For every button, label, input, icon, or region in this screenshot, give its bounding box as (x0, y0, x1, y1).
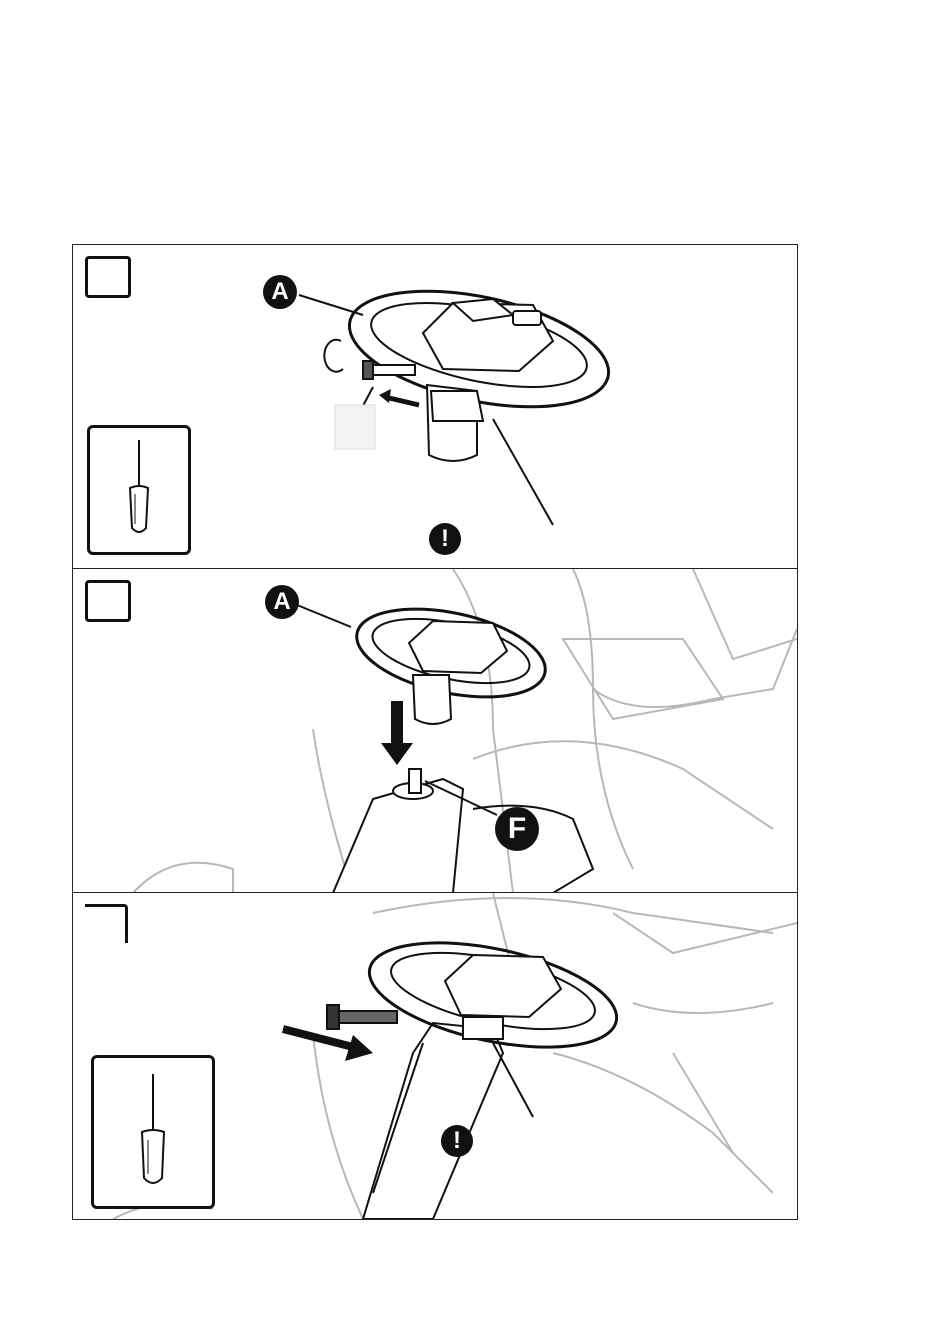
warning-icon-3: ! (441, 1125, 473, 1157)
steering-hub (445, 955, 561, 1017)
step-panel-2: A F (72, 568, 798, 894)
steering-hub (409, 621, 507, 673)
screwdriver-icon (90, 428, 188, 552)
callout-leader-a (299, 295, 363, 315)
insert-arrow (283, 1029, 353, 1047)
step-panel-1: A ! (72, 244, 798, 570)
callout-leader-a (297, 605, 351, 627)
callout-f-step-2: F (495, 807, 539, 851)
warning-leader (493, 419, 553, 525)
insert-arrow (385, 397, 419, 405)
warning-icon-1: ! (429, 523, 461, 555)
instruction-line-2 (62, 118, 842, 136)
callout-a-step-1: A (263, 275, 297, 309)
instruction-line-4 (62, 204, 842, 222)
instruction-line-1 (62, 86, 842, 104)
screwdriver-icon (94, 1058, 212, 1206)
steering-column (363, 1023, 503, 1219)
step-2-illustration (73, 569, 797, 893)
label-placeholder (335, 405, 375, 449)
step-panel-3: ! (72, 892, 798, 1220)
step-number-1 (85, 256, 131, 298)
instruction-line-3 (62, 176, 842, 194)
callout-a-step-2: A (265, 585, 299, 619)
tool-box-1 (87, 425, 191, 555)
down-arrow (381, 701, 413, 765)
warning-leader (493, 1043, 533, 1117)
rotate-arrow (324, 340, 343, 372)
step-number-3 (85, 904, 128, 943)
steering-shaft-f (409, 769, 421, 793)
tool-box-3 (91, 1055, 215, 1209)
bolt (333, 1011, 397, 1023)
step-number-2 (85, 580, 131, 622)
